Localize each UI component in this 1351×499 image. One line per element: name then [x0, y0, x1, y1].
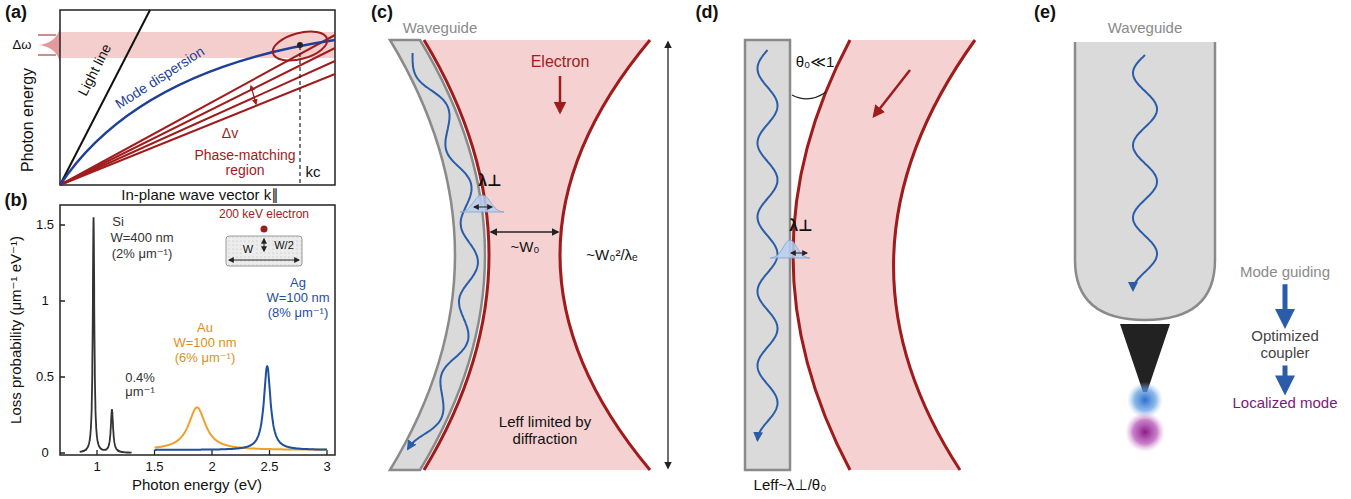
step-text-box: Mode guiding — [1238, 262, 1332, 281]
figure-label: (2% μm⁻¹) — [112, 247, 173, 261]
panel-d — [745, 40, 975, 470]
figure-label: ~W₀²/λₑ — [586, 247, 637, 264]
flow-arrow — [1282, 366, 1287, 390]
guided-wave — [758, 50, 778, 440]
beam-edge — [560, 40, 650, 470]
step-text: Localized mode — [1232, 394, 1337, 411]
panel-a — [38, 10, 335, 185]
lambda-arrow — [474, 207, 492, 208]
tick — [38, 55, 56, 56]
angle-arc — [792, 92, 826, 99]
figure-label: kc — [306, 164, 321, 181]
w0-arrow — [491, 231, 558, 232]
figure-label: Phase-matching region — [190, 148, 300, 179]
figure-label: 0 — [41, 446, 48, 460]
figure-label: Ag — [290, 276, 306, 290]
phase-matching-ellipse — [270, 26, 331, 66]
panel-e — [1075, 42, 1215, 452]
axes-frame — [60, 10, 335, 185]
figure-label: (6% μm⁻¹) — [175, 351, 236, 365]
axes-frame — [60, 205, 335, 455]
figure-label: λ⊥ — [478, 172, 502, 190]
figure-label: θ₀≪1 — [796, 54, 835, 71]
figure-label: 2 — [208, 460, 215, 474]
electron-beam — [793, 40, 975, 470]
electron-arrow — [559, 76, 562, 112]
panel-b — [60, 205, 335, 455]
figure-label: Δv — [222, 126, 238, 141]
figure-label: ~W₀ — [510, 239, 539, 256]
figure-label: W/2 — [274, 239, 294, 251]
figure-label: (b) — [5, 191, 28, 211]
guided-wave — [1133, 55, 1157, 290]
mode-dispersion-curve — [60, 40, 335, 185]
electron-dot — [261, 226, 268, 233]
spectrum-gaussian — [38, 27, 60, 63]
w-arrow — [229, 260, 299, 261]
beam-edge — [894, 40, 975, 470]
figure-label: Au — [197, 321, 213, 335]
figure-label: (e) — [1034, 3, 1056, 23]
figure-label: Leff limited by diffraction — [488, 414, 603, 447]
waveguide-cross-section — [226, 236, 302, 266]
guided-wave — [408, 53, 478, 449]
waveguide-tip — [1075, 42, 1215, 320]
step-text: Mode guiding — [1240, 263, 1330, 280]
w2-arrow — [264, 239, 265, 251]
localized-mode-purple — [1125, 412, 1165, 452]
lambda-arrow — [791, 253, 807, 254]
coupler — [1120, 324, 1170, 392]
ag-curve — [155, 366, 328, 450]
figure-label: (d) — [696, 3, 719, 23]
electron-arrow — [874, 70, 910, 116]
tick — [38, 35, 56, 36]
figure-label: Loss probability (μm⁻¹ eV⁻¹) — [8, 236, 25, 424]
figure-label: 200 keV electron — [219, 208, 309, 221]
figure-label: 1 — [41, 294, 48, 308]
step-text-box: Localized mode — [1230, 393, 1339, 412]
figure-label: W — [242, 243, 254, 255]
figure-label: (c) — [371, 3, 393, 23]
figure-label: Leff~λ⊥/θ₀ — [754, 477, 827, 494]
figure-label: Photon energy — [19, 68, 37, 172]
figure-label: (8% μm⁻¹) — [268, 306, 329, 320]
figure-label: W=100 nm — [173, 336, 236, 350]
figure-label: Electron — [531, 53, 590, 71]
figure-label: 0.5 — [36, 370, 54, 384]
figure-label: 1.5 — [36, 218, 54, 232]
step-text-box: Optimized coupler — [1225, 326, 1345, 363]
intersection-dot — [297, 42, 303, 48]
figure-label: Photon energy (eV) — [132, 477, 262, 494]
length-arrow — [667, 42, 668, 468]
figure-label: Δω — [13, 38, 32, 52]
figure-label: 1.5 — [145, 460, 163, 474]
kc-dashed — [299, 46, 300, 185]
figure-label: Waveguide — [1108, 20, 1183, 37]
figure-label: 0.4% μm⁻¹ — [114, 371, 166, 400]
step-text: Optimized coupler — [1227, 327, 1343, 362]
flow-arrow — [1282, 284, 1287, 323]
electron-line — [60, 61, 335, 185]
figure-label: λ⊥ — [789, 217, 813, 235]
figure-label: (a) — [5, 3, 27, 23]
evanescent-profile — [460, 195, 504, 212]
panel-c — [390, 40, 668, 470]
figure-label: 3 — [323, 460, 330, 474]
figure-label: Si — [112, 215, 124, 229]
dv-arrow — [251, 86, 256, 104]
au-curve — [155, 407, 328, 449]
figure-label: In-plane wave vector k∥ — [121, 187, 279, 204]
figure-label: W=400 nm — [110, 231, 173, 245]
figure-label: Waveguide — [403, 20, 478, 37]
electron-line — [60, 74, 335, 185]
waveguide-curved — [390, 40, 485, 470]
electron-line — [60, 35, 335, 185]
figure-label: W=100 nm — [266, 291, 329, 305]
figure-label: 2.5 — [260, 460, 278, 474]
figure-label: 1 — [93, 460, 100, 474]
ticks — [60, 225, 327, 455]
evanescent-profile — [770, 240, 810, 258]
